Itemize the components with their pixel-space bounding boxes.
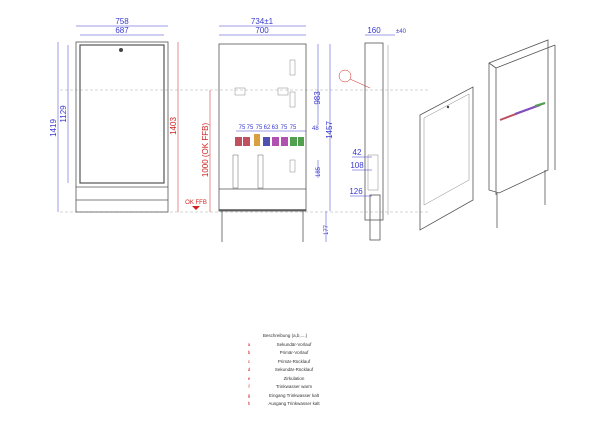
dim-leg: 177 [324,224,330,235]
iso-door [419,86,474,231]
svg-text:75: 75 [247,125,254,131]
valve-spacings: 75 75 75 62 63 75 75 [239,125,297,131]
floor-marker-icon [192,206,200,210]
dim-width-outer: 758 [115,17,129,26]
dim-width-inner: 687 [115,26,129,35]
dim-open-width-outer: 734±1 [251,17,274,26]
dim-adjust: ±40 [396,29,407,35]
dim-open-height-total: 1457 [325,121,334,139]
dim-height-red: 1403 [169,117,178,135]
legend-title: Beschreibung (a,b,....) [262,333,308,338]
svg-text:63: 63 [272,125,279,131]
manifold-valves [235,134,304,146]
svg-text:62: 62 [264,125,271,131]
dim-height-upper: 983 [313,91,322,105]
dim-height-door: 1129 [59,105,68,123]
dim-185: 185 [316,166,322,177]
dim-height-total: 1419 [49,119,58,137]
dim-depth: 160 [367,26,381,35]
front-view: 758 687 1419 1129 1403 1000 (OK FFB) OK … [49,17,211,213]
lock-icon [119,48,123,52]
detail-callout [338,69,352,83]
dim-height-ffb: 1000 (OK FFB) [201,123,210,178]
dim-42: 42 [353,148,362,157]
svg-text:75: 75 [290,125,297,131]
ok-ffb-label: OK FFB [185,200,207,206]
dim-open-width-inner: 700 [255,26,269,35]
dim-108: 108 [350,161,364,170]
dim-48: 48 [312,126,319,132]
side-view: 160 ±40 42 108 126 [338,26,407,241]
isometric-view [419,39,556,231]
svg-text:75: 75 [239,125,246,131]
iso-cabinet [488,39,549,194]
svg-text:75: 75 [281,125,288,131]
open-view: 734±1 700 983 1457 48 185 177 75 75 75 6… [218,17,334,242]
svg-text:75: 75 [256,125,263,131]
dim-126: 126 [349,187,363,196]
